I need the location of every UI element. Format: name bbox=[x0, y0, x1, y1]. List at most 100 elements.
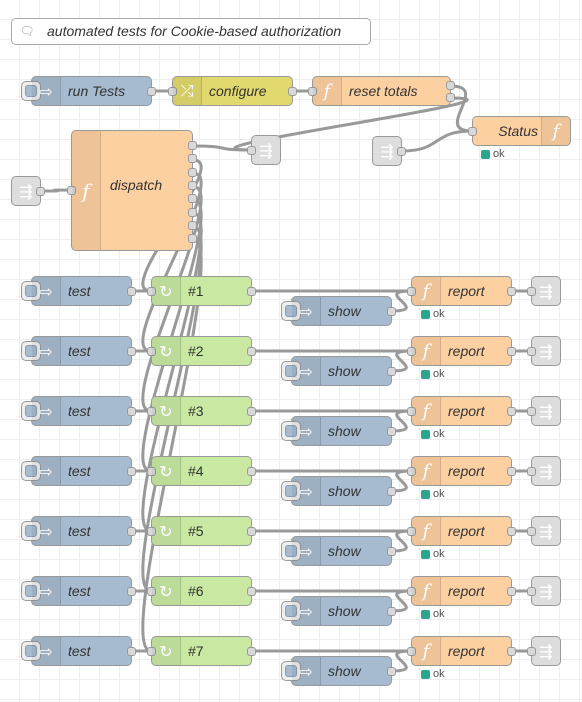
input-port[interactable] bbox=[308, 87, 317, 96]
output-port[interactable] bbox=[507, 467, 516, 476]
flow-comment[interactable]: 🗨 automated tests for Cookie-based autho… bbox=[11, 18, 371, 45]
inject-trigger-button[interactable] bbox=[21, 401, 41, 421]
output-port[interactable] bbox=[507, 287, 516, 296]
input-port[interactable] bbox=[147, 647, 156, 656]
test-inject-node[interactable]: ⇨ test bbox=[21, 636, 136, 666]
test-inject-node[interactable]: ⇨ test bbox=[21, 456, 136, 486]
inject-trigger-button[interactable] bbox=[281, 301, 301, 321]
input-port[interactable] bbox=[527, 287, 536, 296]
test-case-loop-node[interactable]: ↻ #1 bbox=[147, 276, 256, 306]
inject-trigger-button[interactable] bbox=[281, 421, 301, 441]
output-port[interactable] bbox=[387, 667, 396, 676]
input-port[interactable] bbox=[147, 467, 156, 476]
test-case-loop-node[interactable]: ↻ #4 bbox=[147, 456, 256, 486]
output-port[interactable] bbox=[387, 307, 396, 316]
test-case-loop-node[interactable]: ↻ #2 bbox=[147, 336, 256, 366]
link-out-node[interactable]: ⇶ bbox=[527, 576, 561, 606]
link-out-node[interactable]: ⇶ bbox=[247, 135, 281, 165]
inject-trigger-button[interactable] bbox=[21, 581, 41, 601]
dispatch-output-port[interactable] bbox=[188, 234, 197, 244]
output-port[interactable] bbox=[247, 347, 256, 356]
run-tests-inject-node[interactable]: ⇨ run Tests bbox=[21, 76, 156, 106]
input-port[interactable] bbox=[147, 527, 156, 536]
input-port[interactable] bbox=[527, 347, 536, 356]
link-out-node[interactable]: ⇶ bbox=[527, 516, 561, 546]
report-function-node[interactable]: f report bbox=[407, 636, 516, 666]
input-port[interactable] bbox=[147, 587, 156, 596]
output-port[interactable] bbox=[127, 647, 136, 656]
input-port[interactable] bbox=[147, 347, 156, 356]
link-in-node[interactable]: ⇶ bbox=[372, 136, 406, 166]
output-port[interactable] bbox=[127, 587, 136, 596]
output-port-2[interactable] bbox=[446, 93, 455, 102]
show-inject-node[interactable]: ⇨ show bbox=[281, 416, 396, 446]
inject-trigger-button[interactable] bbox=[21, 81, 41, 101]
inject-trigger-button[interactable] bbox=[281, 601, 301, 621]
output-port[interactable] bbox=[387, 607, 396, 616]
show-inject-node[interactable]: ⇨ show bbox=[281, 476, 396, 506]
output-port[interactable] bbox=[387, 547, 396, 556]
report-function-node[interactable]: f report bbox=[407, 276, 516, 306]
output-port[interactable] bbox=[387, 367, 396, 376]
input-port[interactable] bbox=[407, 527, 416, 536]
test-case-loop-node[interactable]: ↻ #3 bbox=[147, 396, 256, 426]
link-out-node[interactable]: ⇶ bbox=[527, 276, 561, 306]
show-inject-node[interactable]: ⇨ show bbox=[281, 656, 396, 686]
output-port[interactable] bbox=[127, 347, 136, 356]
link-out-node[interactable]: ⇶ bbox=[527, 636, 561, 666]
inject-trigger-button[interactable] bbox=[281, 361, 301, 381]
input-port[interactable] bbox=[407, 587, 416, 596]
inject-trigger-button[interactable] bbox=[21, 521, 41, 541]
test-inject-node[interactable]: ⇨ test bbox=[21, 396, 136, 426]
output-port[interactable] bbox=[387, 427, 396, 436]
test-inject-node[interactable]: ⇨ test bbox=[21, 336, 136, 366]
report-function-node[interactable]: f report bbox=[407, 336, 516, 366]
output-port[interactable] bbox=[507, 527, 516, 536]
show-inject-node[interactable]: ⇨ show bbox=[281, 596, 396, 626]
input-port[interactable] bbox=[168, 87, 177, 96]
inject-trigger-button[interactable] bbox=[21, 641, 41, 661]
input-port[interactable] bbox=[67, 186, 76, 195]
test-inject-node[interactable]: ⇨ test bbox=[21, 276, 136, 306]
show-inject-node[interactable]: ⇨ show bbox=[281, 536, 396, 566]
input-port[interactable] bbox=[407, 467, 416, 476]
output-port[interactable] bbox=[247, 587, 256, 596]
input-port[interactable] bbox=[407, 647, 416, 656]
test-case-loop-node[interactable]: ↻ #6 bbox=[147, 576, 256, 606]
show-inject-node[interactable]: ⇨ show bbox=[281, 296, 396, 326]
dispatch-output-port[interactable] bbox=[188, 180, 197, 190]
output-port[interactable] bbox=[507, 647, 516, 656]
report-function-node[interactable]: f report bbox=[407, 576, 516, 606]
output-port[interactable] bbox=[247, 467, 256, 476]
input-port[interactable] bbox=[527, 587, 536, 596]
report-function-node[interactable]: f report bbox=[407, 396, 516, 426]
dispatch-output-port[interactable] bbox=[188, 194, 197, 204]
dispatch-function-node[interactable]: f dispatch bbox=[67, 130, 197, 251]
output-port[interactable] bbox=[387, 487, 396, 496]
output-port[interactable] bbox=[247, 527, 256, 536]
dispatch-output-port[interactable] bbox=[188, 207, 197, 217]
output-port[interactable] bbox=[397, 147, 406, 156]
output-port[interactable] bbox=[446, 81, 455, 90]
test-inject-node[interactable]: ⇨ test bbox=[21, 576, 136, 606]
output-port[interactable] bbox=[288, 87, 297, 96]
inject-trigger-button[interactable] bbox=[21, 281, 41, 301]
output-port[interactable] bbox=[247, 287, 256, 296]
output-port[interactable] bbox=[507, 587, 516, 596]
test-inject-node[interactable]: ⇨ test bbox=[21, 516, 136, 546]
dispatch-link-in-node[interactable]: ⇶ bbox=[11, 176, 45, 206]
input-port[interactable] bbox=[247, 146, 256, 155]
status-function-node[interactable]: Status f bbox=[468, 116, 571, 146]
output-port[interactable] bbox=[127, 527, 136, 536]
input-port[interactable] bbox=[407, 347, 416, 356]
input-port[interactable] bbox=[407, 287, 416, 296]
output-port[interactable] bbox=[36, 187, 45, 196]
input-port[interactable] bbox=[147, 407, 156, 416]
input-port[interactable] bbox=[147, 287, 156, 296]
inject-trigger-button[interactable] bbox=[281, 481, 301, 501]
reset-totals-function-node[interactable]: f reset totals bbox=[308, 76, 455, 106]
link-out-node[interactable]: ⇶ bbox=[527, 456, 561, 486]
input-port[interactable] bbox=[527, 467, 536, 476]
link-out-node[interactable]: ⇶ bbox=[527, 396, 561, 426]
input-port[interactable] bbox=[527, 407, 536, 416]
